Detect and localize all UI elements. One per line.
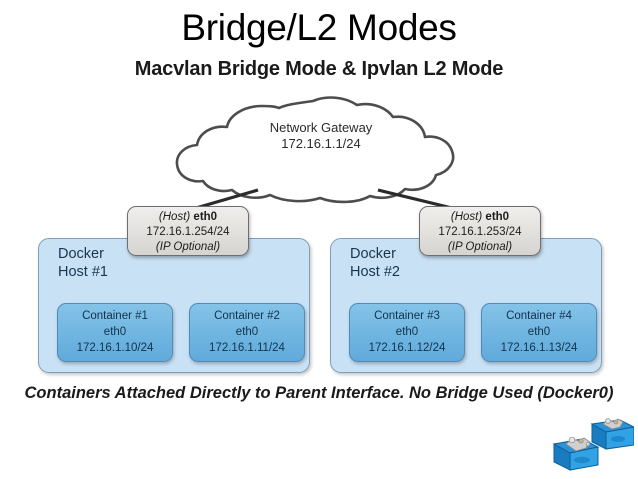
container-3-name: Container #3 (374, 310, 440, 322)
docker-host-2-label: Docker Host #2 (350, 245, 400, 281)
host-1-nic-interface: eth0 (193, 211, 218, 223)
container-box-4: Container #4 eth0 172.16.1.13/24 (481, 303, 597, 362)
host-2-nic-scope: (Host) (450, 211, 483, 223)
docker-crate-front-icon (552, 436, 600, 471)
docker-host-1-label-line2: Host #1 (58, 264, 108, 280)
container-4-address: 172.16.1.13/24 (500, 342, 578, 354)
docker-host-1-label-line1: Docker (58, 246, 104, 262)
container-4-interface: eth0 (527, 326, 551, 338)
host-1-nic-box: (Host) eth0 172.16.1.254/24 (IP Optional… (127, 206, 249, 256)
docker-host-2-label-line2: Host #2 (350, 264, 400, 280)
container-2-name: Container #2 (214, 310, 280, 322)
container-3-interface: eth0 (395, 326, 419, 338)
docker-crate-back-icon (590, 418, 634, 450)
container-2-interface: eth0 (235, 326, 259, 338)
network-gateway-cloud (175, 96, 455, 204)
page-subtitle: Macvlan Bridge Mode & Ipvlan L2 Mode (134, 58, 504, 80)
diagram-caption: Containers Attached Directly to Parent I… (24, 384, 614, 402)
container-1-address: 172.16.1.10/24 (76, 342, 154, 354)
container-box-1: Container #1 eth0 172.16.1.10/24 (57, 303, 173, 362)
container-1-name: Container #1 (82, 310, 148, 322)
container-box-3: Container #3 eth0 172.16.1.12/24 (349, 303, 465, 362)
cloud-gateway-address: 172.16.1.1/24 (281, 136, 361, 151)
cloud-gateway-name: Network Gateway (269, 120, 373, 135)
container-3-address: 172.16.1.12/24 (368, 342, 446, 354)
container-1-interface: eth0 (103, 326, 127, 338)
connector-cloud-to-host1 (195, 188, 259, 210)
host-1-nic-note: (IP Optional) (155, 241, 221, 253)
host-1-nic-address: 172.16.1.254/24 (146, 226, 230, 238)
docker-host-1-label: Docker Host #1 (58, 245, 108, 281)
host-2-nic-interface: eth0 (485, 211, 510, 223)
container-2-address: 172.16.1.11/24 (209, 342, 285, 354)
host-2-nic-line1: (Host) eth0 (420, 210, 540, 225)
container-box-2: Container #2 eth0 172.16.1.11/24 (189, 303, 305, 362)
host-1-nic-line1: (Host) eth0 (128, 210, 248, 225)
docker-host-2-label-line1: Docker (350, 246, 396, 262)
host-2-nic-box: (Host) eth0 172.16.1.253/24 (IP Optional… (419, 206, 541, 256)
page-title: Bridge/L2 Modes (181, 7, 457, 48)
host-1-nic-scope: (Host) (158, 211, 191, 223)
host-2-nic-note: (IP Optional) (447, 241, 513, 253)
host-2-nic-address: 172.16.1.253/24 (438, 226, 522, 238)
container-4-name: Container #4 (506, 310, 572, 322)
docker-crates-icon (552, 418, 634, 471)
cloud-label: Network Gateway 172.16.1.1/24 (233, 120, 409, 152)
connector-cloud-to-host2 (377, 188, 453, 210)
